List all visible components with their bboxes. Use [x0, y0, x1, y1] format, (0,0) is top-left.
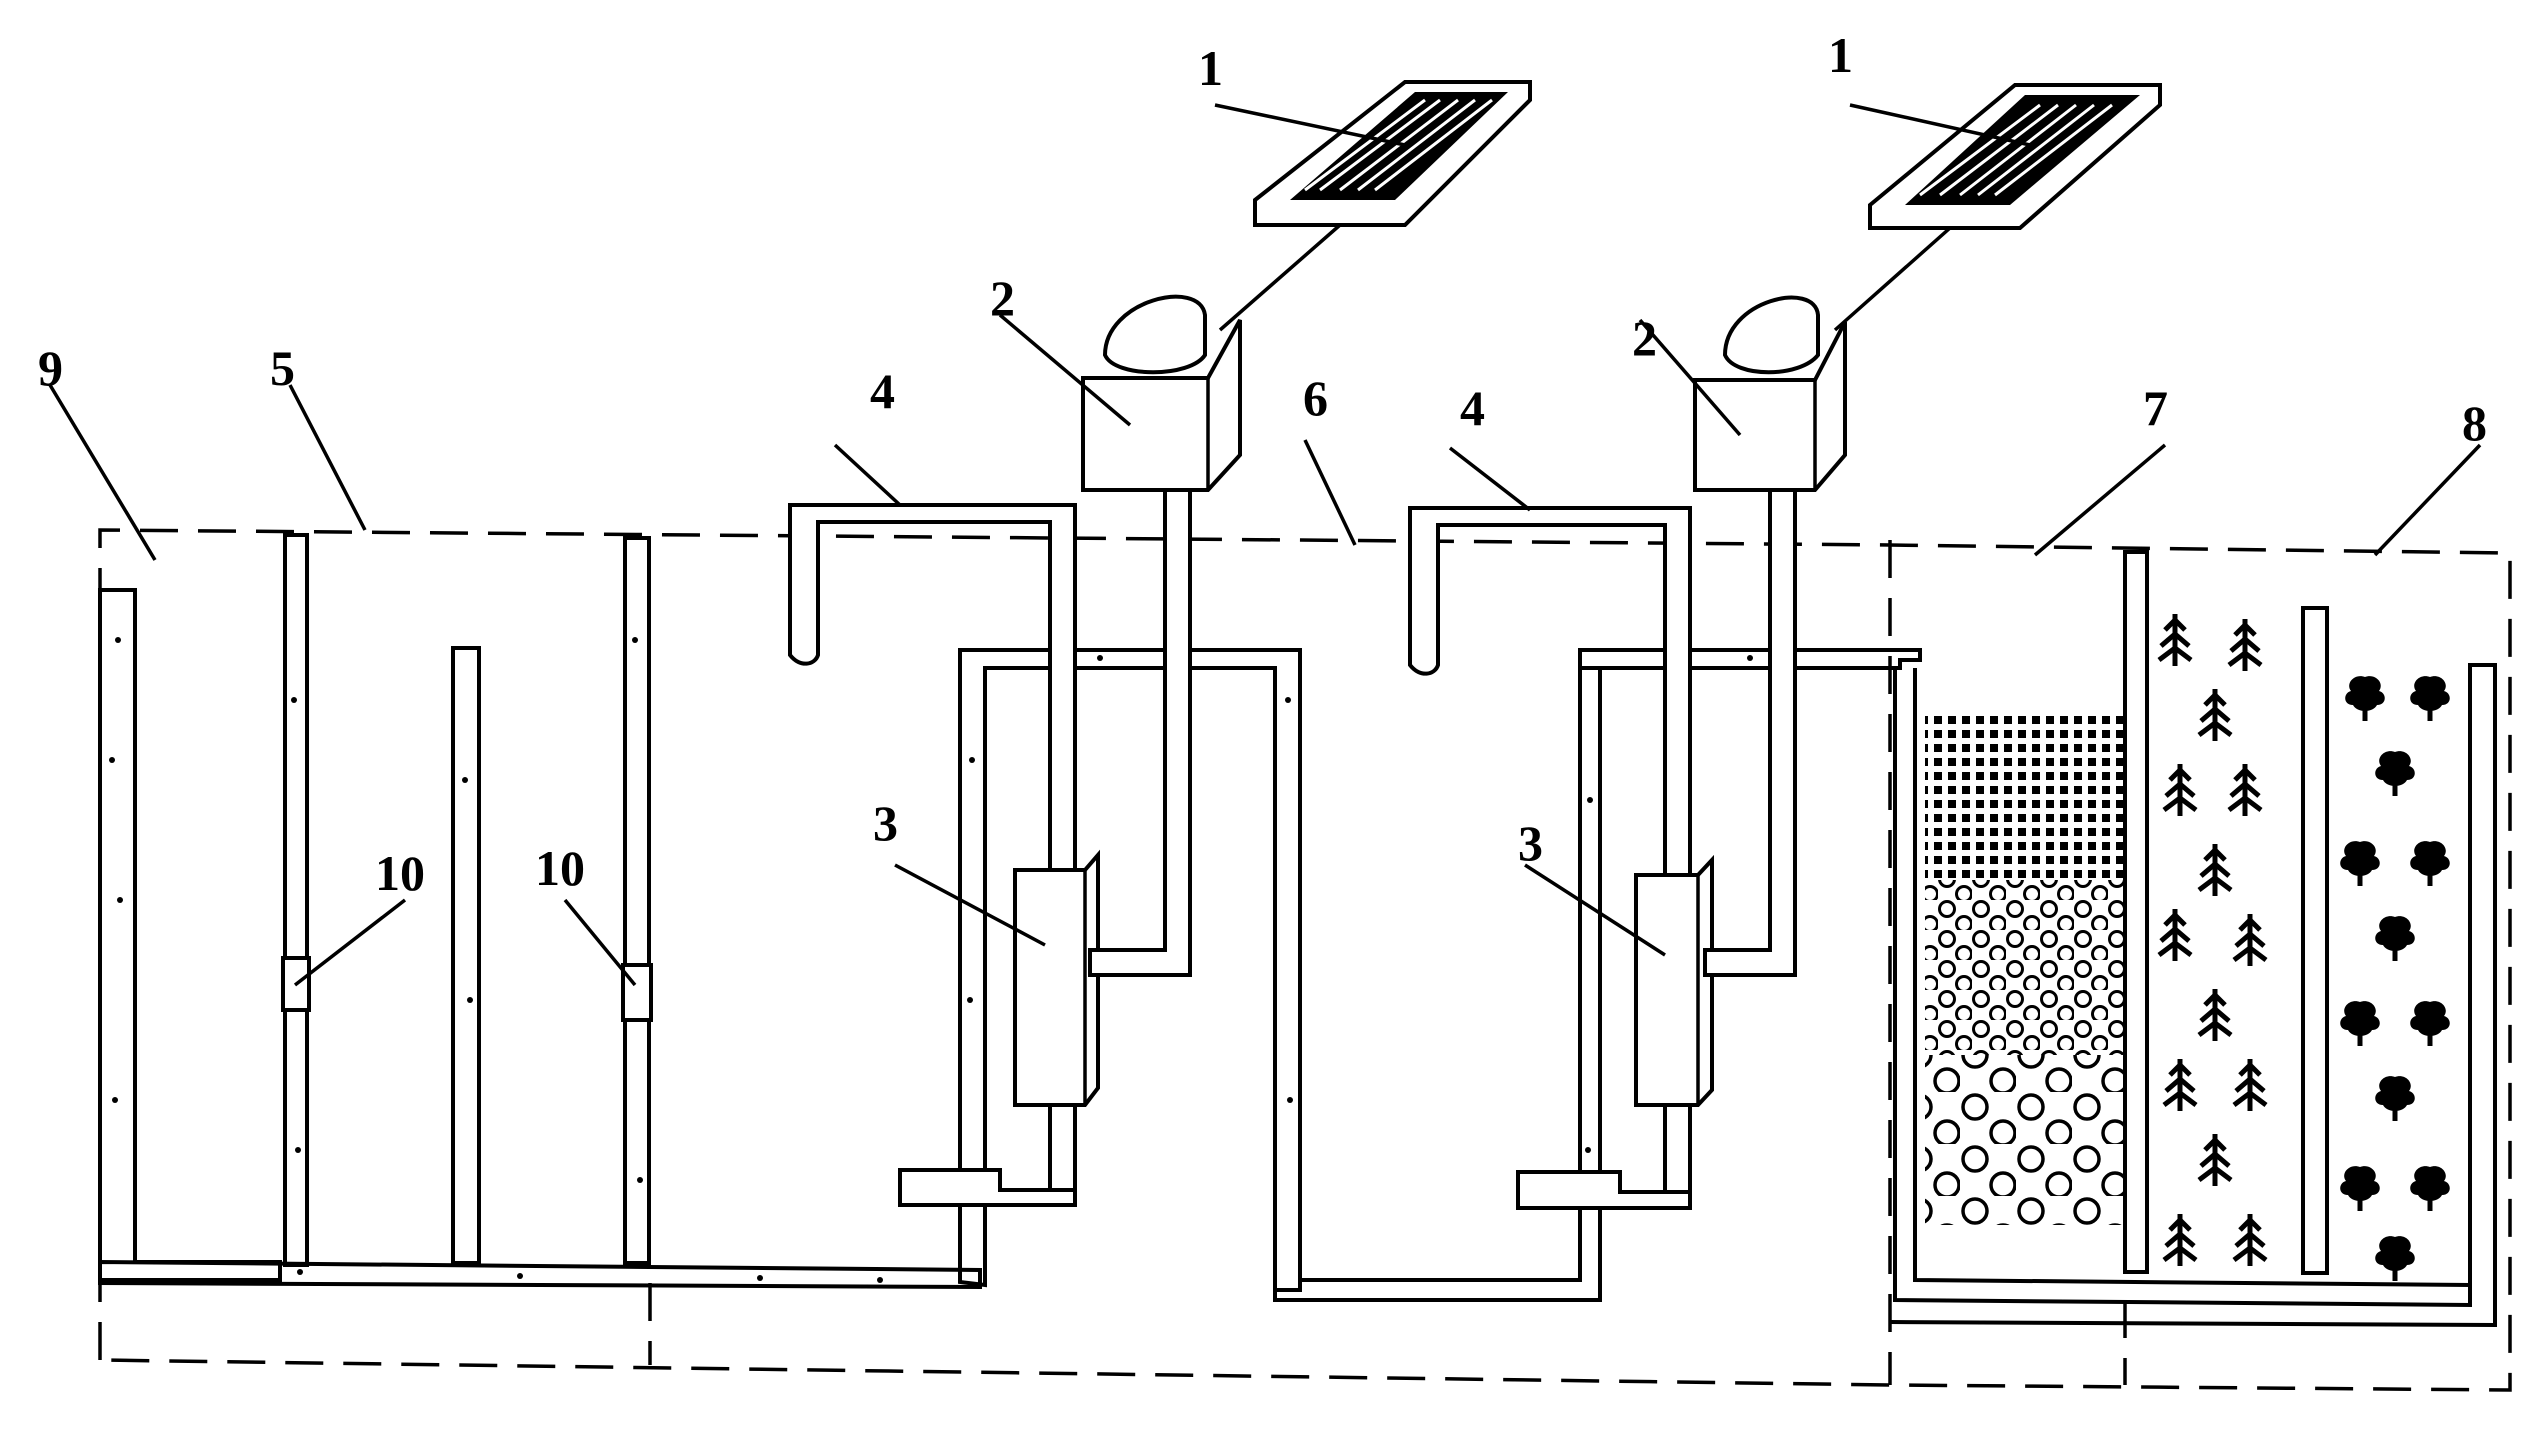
label-pipe-right: 4: [1460, 380, 1485, 436]
baffled-tank: [98, 533, 982, 1290]
label-tank-7: 7: [2143, 380, 2168, 436]
aeration-tank-right: [1273, 648, 1922, 1302]
discharge-pipe-left: [898, 1168, 1077, 1207]
filter-media-icon: [1925, 715, 2125, 880]
discharge-pipe-right: [1516, 1170, 1692, 1210]
label-tank-9: 9: [38, 340, 63, 396]
label-solar-panel-right: 1: [1828, 27, 1853, 83]
label-tank-8: 8: [2462, 395, 2487, 451]
label-opening-left: 10: [375, 845, 425, 901]
label-controller-right: 2: [1632, 310, 1657, 366]
dashed-outlines: [98, 528, 2512, 1392]
label-pump-right: 3: [1518, 815, 1543, 871]
label-pipe-left: 4: [870, 363, 895, 419]
label-tank-6: 6: [1303, 370, 1328, 426]
pump-icon: [1013, 849, 1714, 1107]
label-tank-5: 5: [270, 340, 295, 396]
labels: 1 1 2 2 3 3 4 4 5 6 7 8 9 10 10: [38, 27, 2487, 901]
label-pump-left: 3: [873, 795, 898, 851]
solar-panel-icon: [1218, 80, 2162, 332]
label-controller-left: 2: [990, 270, 1015, 326]
label-opening-right: 10: [535, 840, 585, 896]
controller-box-icon: [1081, 294, 1847, 492]
leader-lines: [48, 103, 2482, 987]
filter-tank: [1889, 550, 2497, 1328]
label-solar-panel-left: 1: [1198, 40, 1223, 96]
